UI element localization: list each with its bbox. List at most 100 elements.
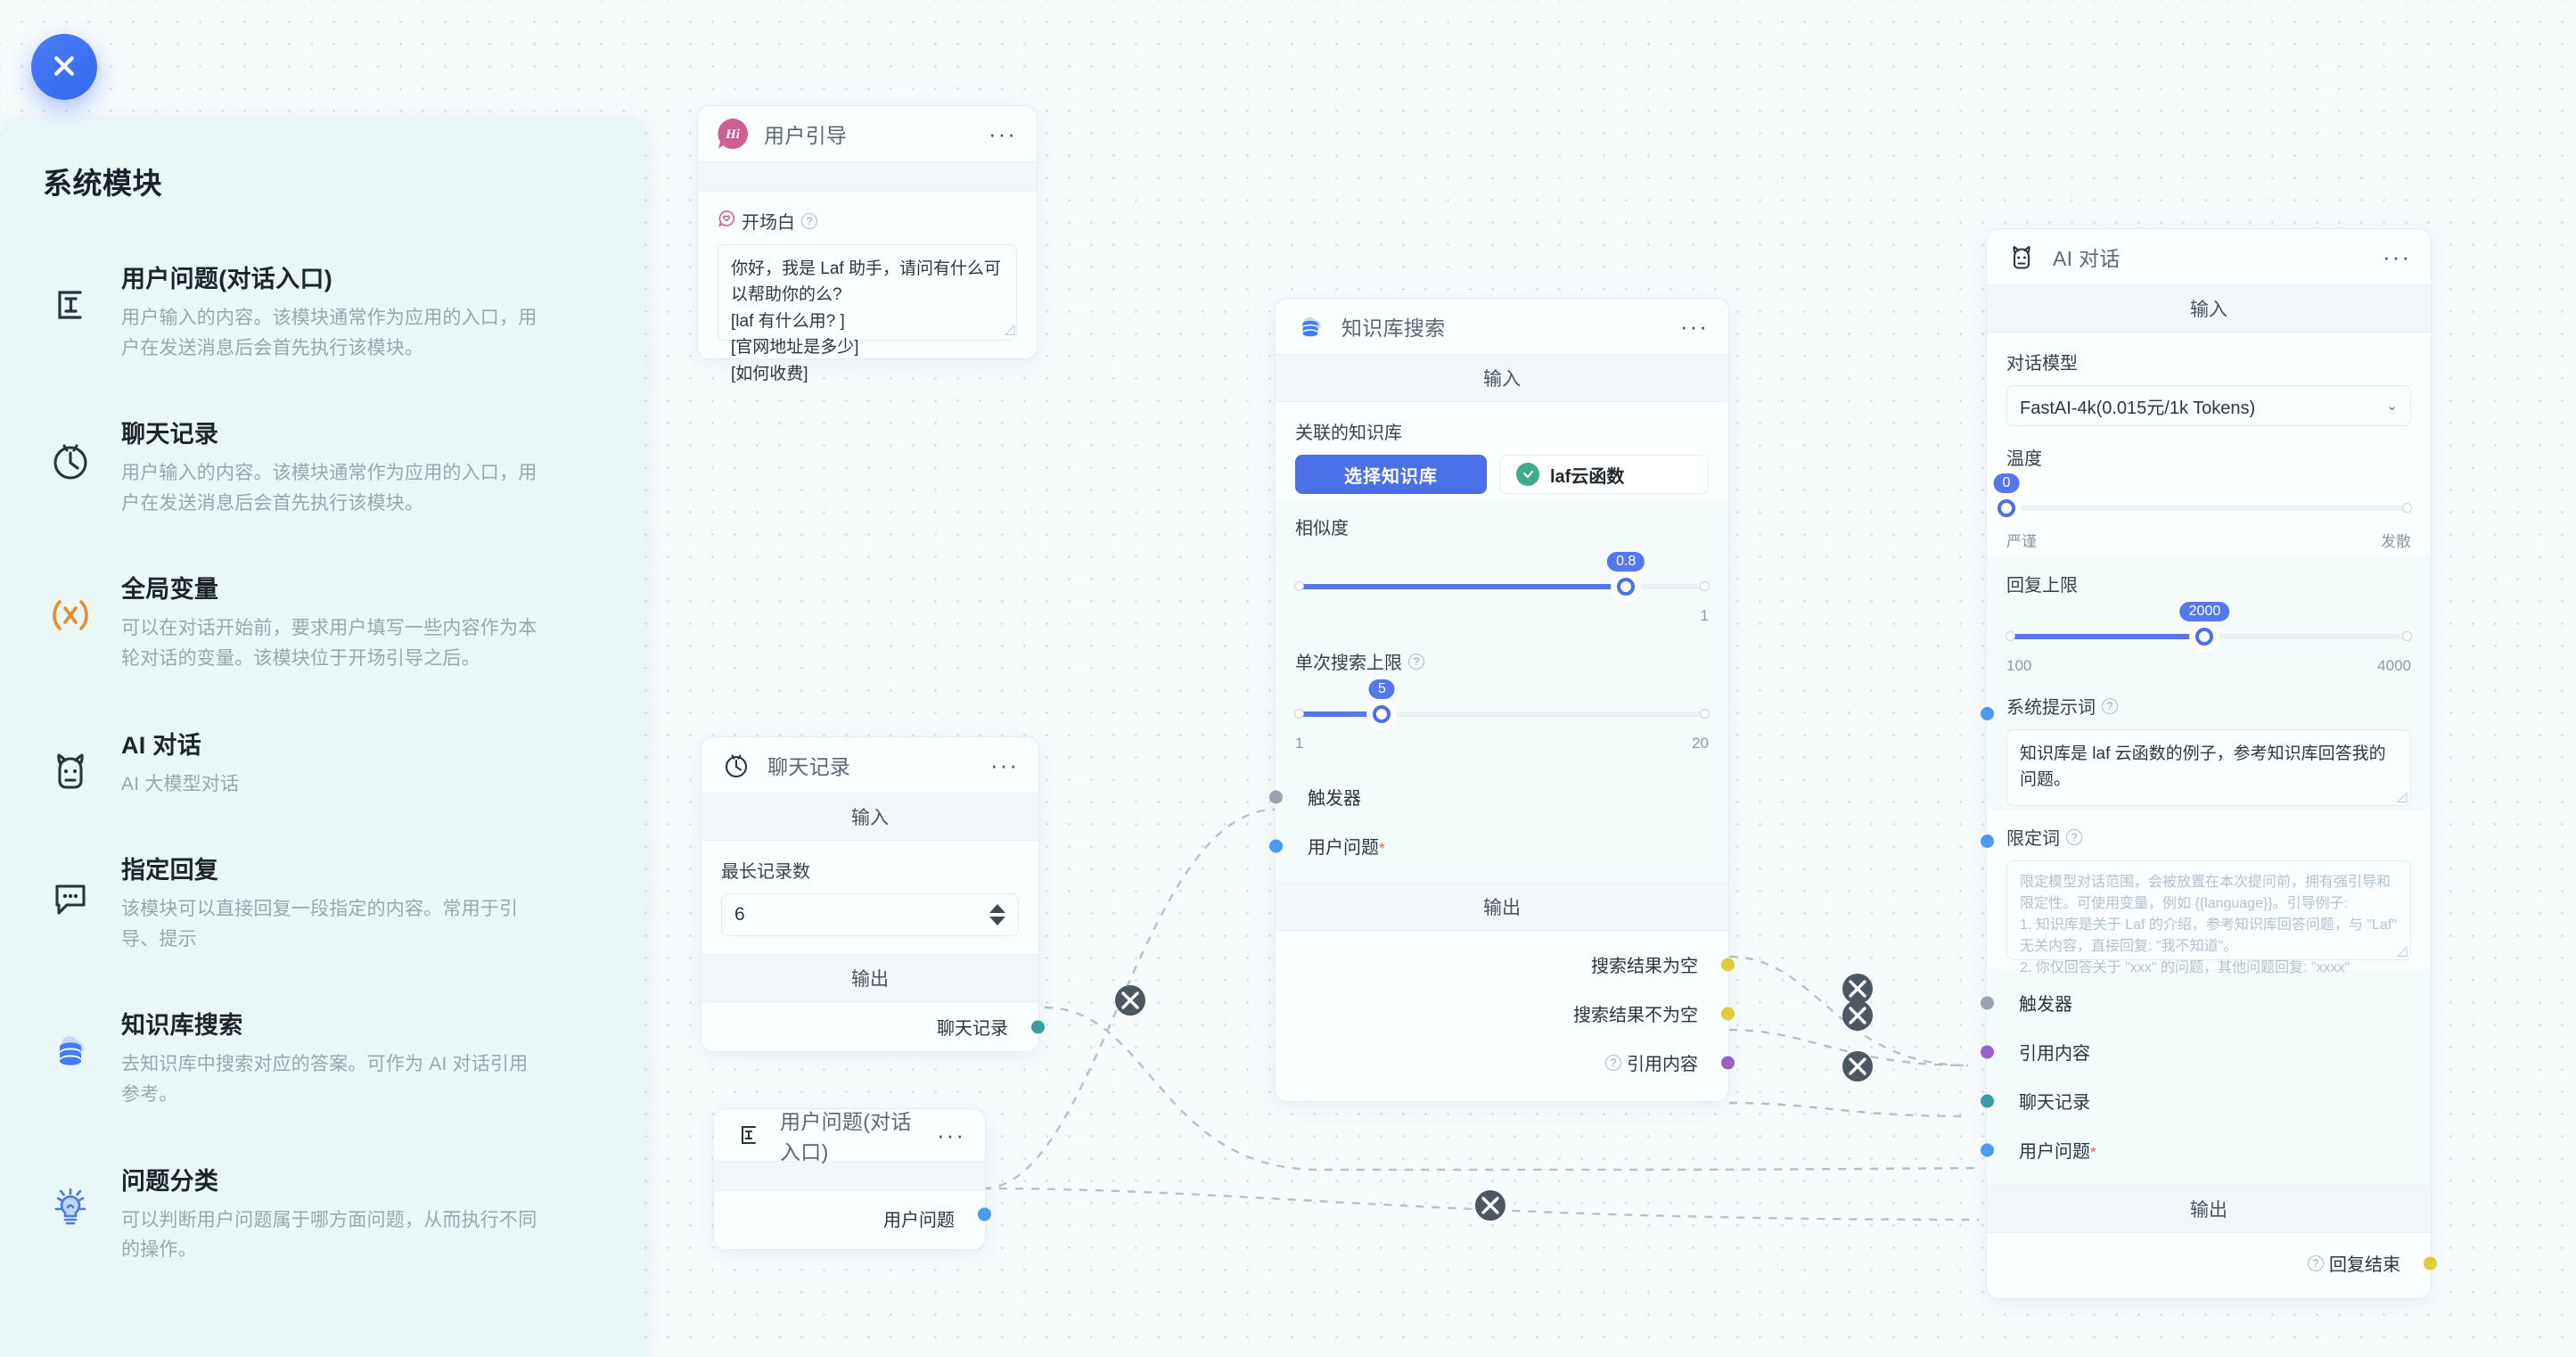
temperature-left-label: 严谨 (2006, 533, 2037, 550)
port-row-finish-out[interactable]: ?回复结束 (1987, 1238, 2437, 1287)
help-icon[interactable]: ? (801, 212, 817, 229)
edge-delete-button[interactable] (1842, 1000, 1873, 1031)
max-records-label: 最长记录数 (721, 862, 810, 882)
port-row-quote-in[interactable]: 引用内容 (1981, 1027, 2431, 1076)
output-port-dot[interactable] (1031, 1020, 1045, 1033)
output-band: 输出 (701, 954, 1038, 1002)
kb-input-ports: 触发器 用户问题* (1269, 765, 1728, 883)
text-entry-icon (732, 1118, 766, 1152)
node-kb-search[interactable]: 知识库搜索 ··· 输入 关联的知识库 选择知识库 laf云函数 相似度 (1269, 298, 1735, 1102)
output-port-dot[interactable] (1721, 1007, 1735, 1020)
input-port-dot[interactable] (1981, 835, 1994, 848)
port-row-trigger-in[interactable]: 触发器 (1269, 772, 1728, 821)
select-kb-button[interactable]: 选择知识库 (1295, 455, 1487, 494)
port-row-quote-out[interactable]: ?引用内容 (1276, 1038, 1735, 1087)
maxtoken-min: 100 (2006, 657, 2032, 674)
module-item-chat-history[interactable]: 聊天记录 用户输入的内容。该模块通常作为应用的入口，用户在发送消息后会首先执行该… (39, 413, 593, 518)
module-item-assigned-reply[interactable]: 指定回复 该模块可以直接回复一段指定的内容。常用于引导、提示 (39, 849, 593, 954)
node-header[interactable]: 知识库搜索 ··· (1276, 299, 1728, 354)
port-row-trigger-in[interactable]: 触发器 (1981, 978, 2431, 1027)
limit-value: 5 (1368, 679, 1395, 699)
similarity-slider[interactable]: 0.8 (1294, 552, 1710, 611)
port-row-empty-out[interactable]: 搜索结果为空 (1276, 940, 1735, 989)
node-user-question[interactable]: 用户问题(对话入口) ··· 用户问题 (713, 1108, 991, 1250)
node-menu-button[interactable]: ··· (1680, 313, 1709, 340)
output-port-dot[interactable] (2424, 1256, 2437, 1270)
output-port-dot[interactable] (978, 1207, 991, 1221)
output-port-dot[interactable] (1721, 1056, 1735, 1069)
input-port-dot[interactable] (1981, 707, 1994, 720)
port-row-not-empty-out[interactable]: 搜索结果不为空 (1276, 989, 1735, 1038)
module-item-kb-search[interactable]: 知识库搜索 去知识库中搜索对应的答案。可作为 AI 对话引用参考。 (39, 1004, 593, 1109)
edge-delete-button[interactable] (1842, 1051, 1873, 1081)
output-band: 输出 (1987, 1185, 2431, 1233)
help-icon[interactable]: ? (1605, 1054, 1621, 1071)
maxtoken-knob[interactable] (2195, 628, 2214, 646)
resize-grip[interactable]: ◺ (2397, 789, 2408, 804)
maxtoken-label: 回复上限 (2006, 576, 2078, 596)
help-icon[interactable]: ? (1408, 653, 1424, 670)
edge-delete-button[interactable] (1115, 985, 1145, 1016)
node-body: 最长记录数 6 (701, 841, 1038, 954)
help-icon[interactable]: ? (2066, 828, 2082, 845)
limiter-input[interactable]: 限定模型对话范围，会被放置在本次提问前，拥有强引导和限定性。可使用变量，例如 {… (2006, 860, 2411, 975)
limit-slider[interactable]: 5 (1294, 679, 1710, 738)
resize-grip[interactable]: ◺ (2397, 943, 2408, 958)
edge-delete-button[interactable] (1842, 974, 1873, 1004)
resize-grip[interactable]: ◺ (1005, 322, 1015, 337)
node-body: 开场白 ? 你好，我是 Laf 助手，请问有什么可以帮助你的么? [laf 有什… (698, 192, 1037, 383)
module-item-user-question[interactable]: 用户问题(对话入口) 用户输入的内容。该模块通常作为应用的入口，用户在发送消息后… (39, 258, 593, 363)
stepper-arrows[interactable] (989, 904, 1011, 925)
close-panel-button[interactable] (31, 34, 97, 100)
help-icon[interactable]: ? (2102, 697, 2118, 714)
help-icon[interactable]: ? (2308, 1254, 2324, 1271)
output-port-dot[interactable] (1721, 958, 1735, 971)
system-prompt-field: 系统提示词 ? 知识库是 laf 云函数的例子，参考知识库回答我的问题。 ◺ (1981, 686, 2431, 810)
max-records-stepper[interactable]: 6 (721, 893, 1019, 936)
node-menu-button[interactable]: ··· (990, 752, 1019, 778)
limit-label: 单次搜索上限 ? (1295, 648, 1709, 674)
input-port-dot[interactable] (1981, 1143, 1994, 1156)
temperature-label: 温度 (2006, 449, 2042, 469)
module-item-global-variable[interactable]: 全局变量 可以在对话开始前，要求用户填写一些内容作为本轮对话的变量。该模块位于开… (39, 568, 593, 673)
node-header[interactable]: AI 对话 ··· (1987, 229, 2431, 284)
module-item-ai-chat[interactable]: AI 对话 AI 大模型对话 (39, 724, 593, 800)
node-menu-button[interactable]: ··· (937, 1122, 965, 1148)
input-port-dot[interactable] (1269, 790, 1283, 803)
input-port-dot[interactable] (1981, 1094, 1994, 1107)
node-header[interactable]: 聊天记录 ··· (701, 737, 1038, 793)
opening-text-input[interactable]: 你好，我是 Laf 助手，请问有什么可以帮助你的么? [laf 有什么用? ] … (718, 244, 1017, 383)
input-port-dot[interactable] (1269, 839, 1283, 852)
edge-delete-button[interactable] (1475, 1190, 1505, 1221)
port-row-question-in[interactable]: 用户问题* (1269, 821, 1728, 870)
port-row-question-in[interactable]: 用户问题* (1981, 1125, 2431, 1174)
module-item-question-classify[interactable]: 问题分类 可以判断用户问题属于哪方面问题，从而执行不同的操作。 (39, 1160, 593, 1265)
input-port-dot[interactable] (1981, 996, 1994, 1009)
maxtoken-slider[interactable]: 2000 (2006, 602, 2412, 661)
input-port-dot[interactable] (1981, 1045, 1994, 1058)
node-chat-history[interactable]: 聊天记录 ··· 输入 最长记录数 6 输出 聊天记录 (701, 736, 1045, 1052)
node-user-guide[interactable]: Hi 用户引导 ··· 开场白 ? 你好，我是 Laf 助手，请问有什么可以帮助… (697, 105, 1038, 383)
temperature-slider[interactable]: 0 (1993, 473, 2412, 532)
port-row-chat-history-out[interactable]: 聊天记录 (701, 1002, 1045, 1051)
port-row-history-in[interactable]: 聊天记录 (1981, 1076, 2431, 1125)
module-name: 指定回复 (121, 857, 219, 884)
kb-chip-laf[interactable]: laf云函数 (1499, 455, 1709, 494)
heart-chat-icon (718, 210, 735, 233)
node-header[interactable]: 用户问题(对话入口) ··· (714, 1109, 985, 1164)
robot-icon (43, 744, 98, 799)
similarity-value: 0.8 (1607, 552, 1645, 572)
node-ai-chat[interactable]: AI 对话 ··· 输入 对话模型 FastAI-4k(0.015元/1k To… (1981, 228, 2437, 1299)
system-prompt-input[interactable]: 知识库是 laf 云函数的例子，参考知识库回答我的问题。 (2006, 729, 2411, 806)
node-menu-button[interactable]: ··· (989, 120, 1017, 147)
model-select[interactable]: FastAI-4k(0.015元/1k Tokens) ⌄ (2006, 385, 2411, 426)
node-menu-button[interactable]: ··· (2383, 243, 2411, 270)
page-title: 系统模块 (43, 167, 162, 200)
node-header[interactable]: Hi 用户引导 ··· (698, 106, 1037, 161)
temperature-knob[interactable] (1998, 499, 2015, 517)
port-row-user-question-out[interactable]: 用户问题 (714, 1191, 991, 1249)
similarity-knob[interactable] (1617, 578, 1636, 596)
module-desc: AI 大模型对话 (121, 773, 240, 794)
limit-knob[interactable] (1373, 705, 1391, 723)
